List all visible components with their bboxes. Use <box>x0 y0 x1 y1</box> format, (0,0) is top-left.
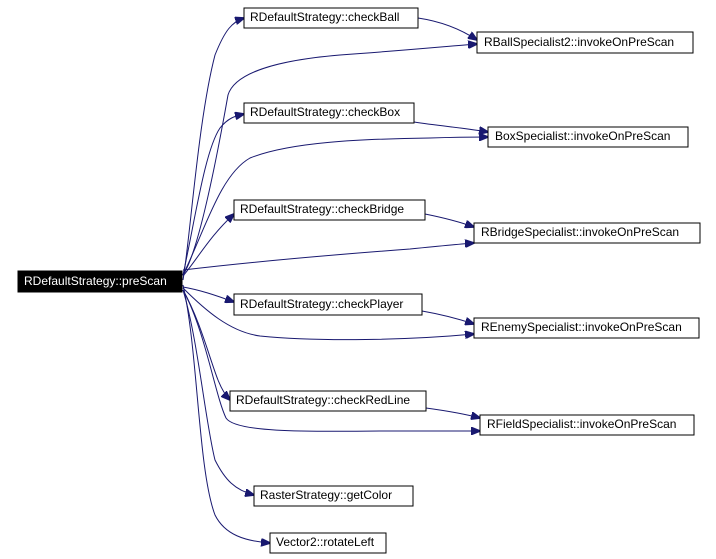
edge-prescan-to-getcolor <box>182 289 254 495</box>
edge-prescan-to-enemyspecialist <box>182 287 474 341</box>
edge-checkredline-to-fieldspecialist <box>425 407 480 418</box>
node-ball-specialist[interactable]: RBallSpecialist2::invokeOnPreScan <box>476 31 694 54</box>
node-get-color-label: RasterStrategy::getColor <box>260 488 392 502</box>
edge-prescan-to-checkball <box>182 18 244 281</box>
node-field-specialist[interactable]: RFieldSpecialist::invokeOnPreScan <box>479 414 695 436</box>
node-prescan-box <box>17 270 183 293</box>
node-field-specialist-label: RFieldSpecialist::invokeOnPreScan <box>487 417 676 431</box>
node-rotate-left-label: Vector2::rotateLeft <box>276 535 375 549</box>
edge-prescan-to-rotateleft <box>182 284 270 543</box>
edge-prescan-to-checkredline <box>182 289 230 400</box>
node-ball-specialist-label: RBallSpecialist2::invokeOnPreScan <box>484 35 674 49</box>
node-enemy-specialist-label: REnemySpecialist::invokeOnPreScan <box>481 320 682 334</box>
node-bridge-specialist-box <box>473 222 701 244</box>
edge-prescan-to-boxspecialist <box>182 137 488 276</box>
node-check-bridge[interactable]: RDefaultStrategy::checkBridge <box>233 199 426 221</box>
node-get-color[interactable]: RasterStrategy::getColor <box>253 485 414 507</box>
node-check-ball-box <box>243 7 419 29</box>
edge-checkball-to-ballspecialist <box>417 17 477 40</box>
edge-checkbox-to-boxspecialist <box>413 121 488 132</box>
edge-prescan-to-checkbridge <box>182 214 234 277</box>
node-check-redline-label: RDefaultStrategy::checkRedLine <box>236 393 410 407</box>
node-rotate-left-box <box>269 532 387 554</box>
node-check-box[interactable]: RDefaultStrategy::checkBox <box>243 102 415 124</box>
edge-prescan-to-bridgespecialist <box>182 243 474 271</box>
node-check-bridge-label: RDefaultStrategy::checkBridge <box>240 202 404 216</box>
edge-checkbridge-to-bridgespecialist <box>424 213 474 227</box>
node-box-specialist-label: BoxSpecialist::invokeOnPreScan <box>495 129 670 143</box>
edge-checkplayer-to-enemyspecialist <box>421 310 474 324</box>
node-check-player-label: RDefaultStrategy::checkPlayer <box>240 297 403 311</box>
edge-prescan-to-ballspecialist <box>182 44 477 276</box>
node-check-player[interactable]: RDefaultStrategy::checkPlayer <box>233 293 423 316</box>
node-check-ball[interactable]: RDefaultStrategy::checkBall <box>243 7 419 29</box>
node-check-ball-label: RDefaultStrategy::checkBall <box>250 10 399 24</box>
node-check-bridge-box <box>233 199 426 221</box>
edge-prescan-to-checkplayer <box>182 286 234 302</box>
edges <box>182 17 488 543</box>
node-prescan-label: RDefaultStrategy::preScan <box>24 274 167 288</box>
edge-prescan-to-fieldspecialist <box>182 289 480 431</box>
node-bridge-specialist[interactable]: RBridgeSpecialist::invokeOnPreScan <box>473 222 701 244</box>
node-check-redline[interactable]: RDefaultStrategy::checkRedLine <box>229 390 427 412</box>
edge-prescan-to-checkbox <box>182 114 244 276</box>
node-check-box-box <box>243 102 415 124</box>
node-enemy-specialist-box <box>473 317 700 339</box>
node-rotate-left[interactable]: Vector2::rotateLeft <box>269 532 387 554</box>
node-check-player-box <box>233 293 423 316</box>
node-field-specialist-box <box>479 414 695 436</box>
node-ball-specialist-box <box>476 31 694 54</box>
node-get-color-box <box>253 485 414 507</box>
node-box-specialist-box <box>487 126 689 148</box>
node-bridge-specialist-label: RBridgeSpecialist::invokeOnPreScan <box>481 225 679 239</box>
node-check-redline-box <box>229 390 427 412</box>
node-box-specialist[interactable]: BoxSpecialist::invokeOnPreScan <box>487 126 689 148</box>
node-check-box-label: RDefaultStrategy::checkBox <box>250 105 400 119</box>
node-enemy-specialist[interactable]: REnemySpecialist::invokeOnPreScan <box>473 317 700 339</box>
node-prescan[interactable]: RDefaultStrategy::preScan <box>17 270 183 293</box>
